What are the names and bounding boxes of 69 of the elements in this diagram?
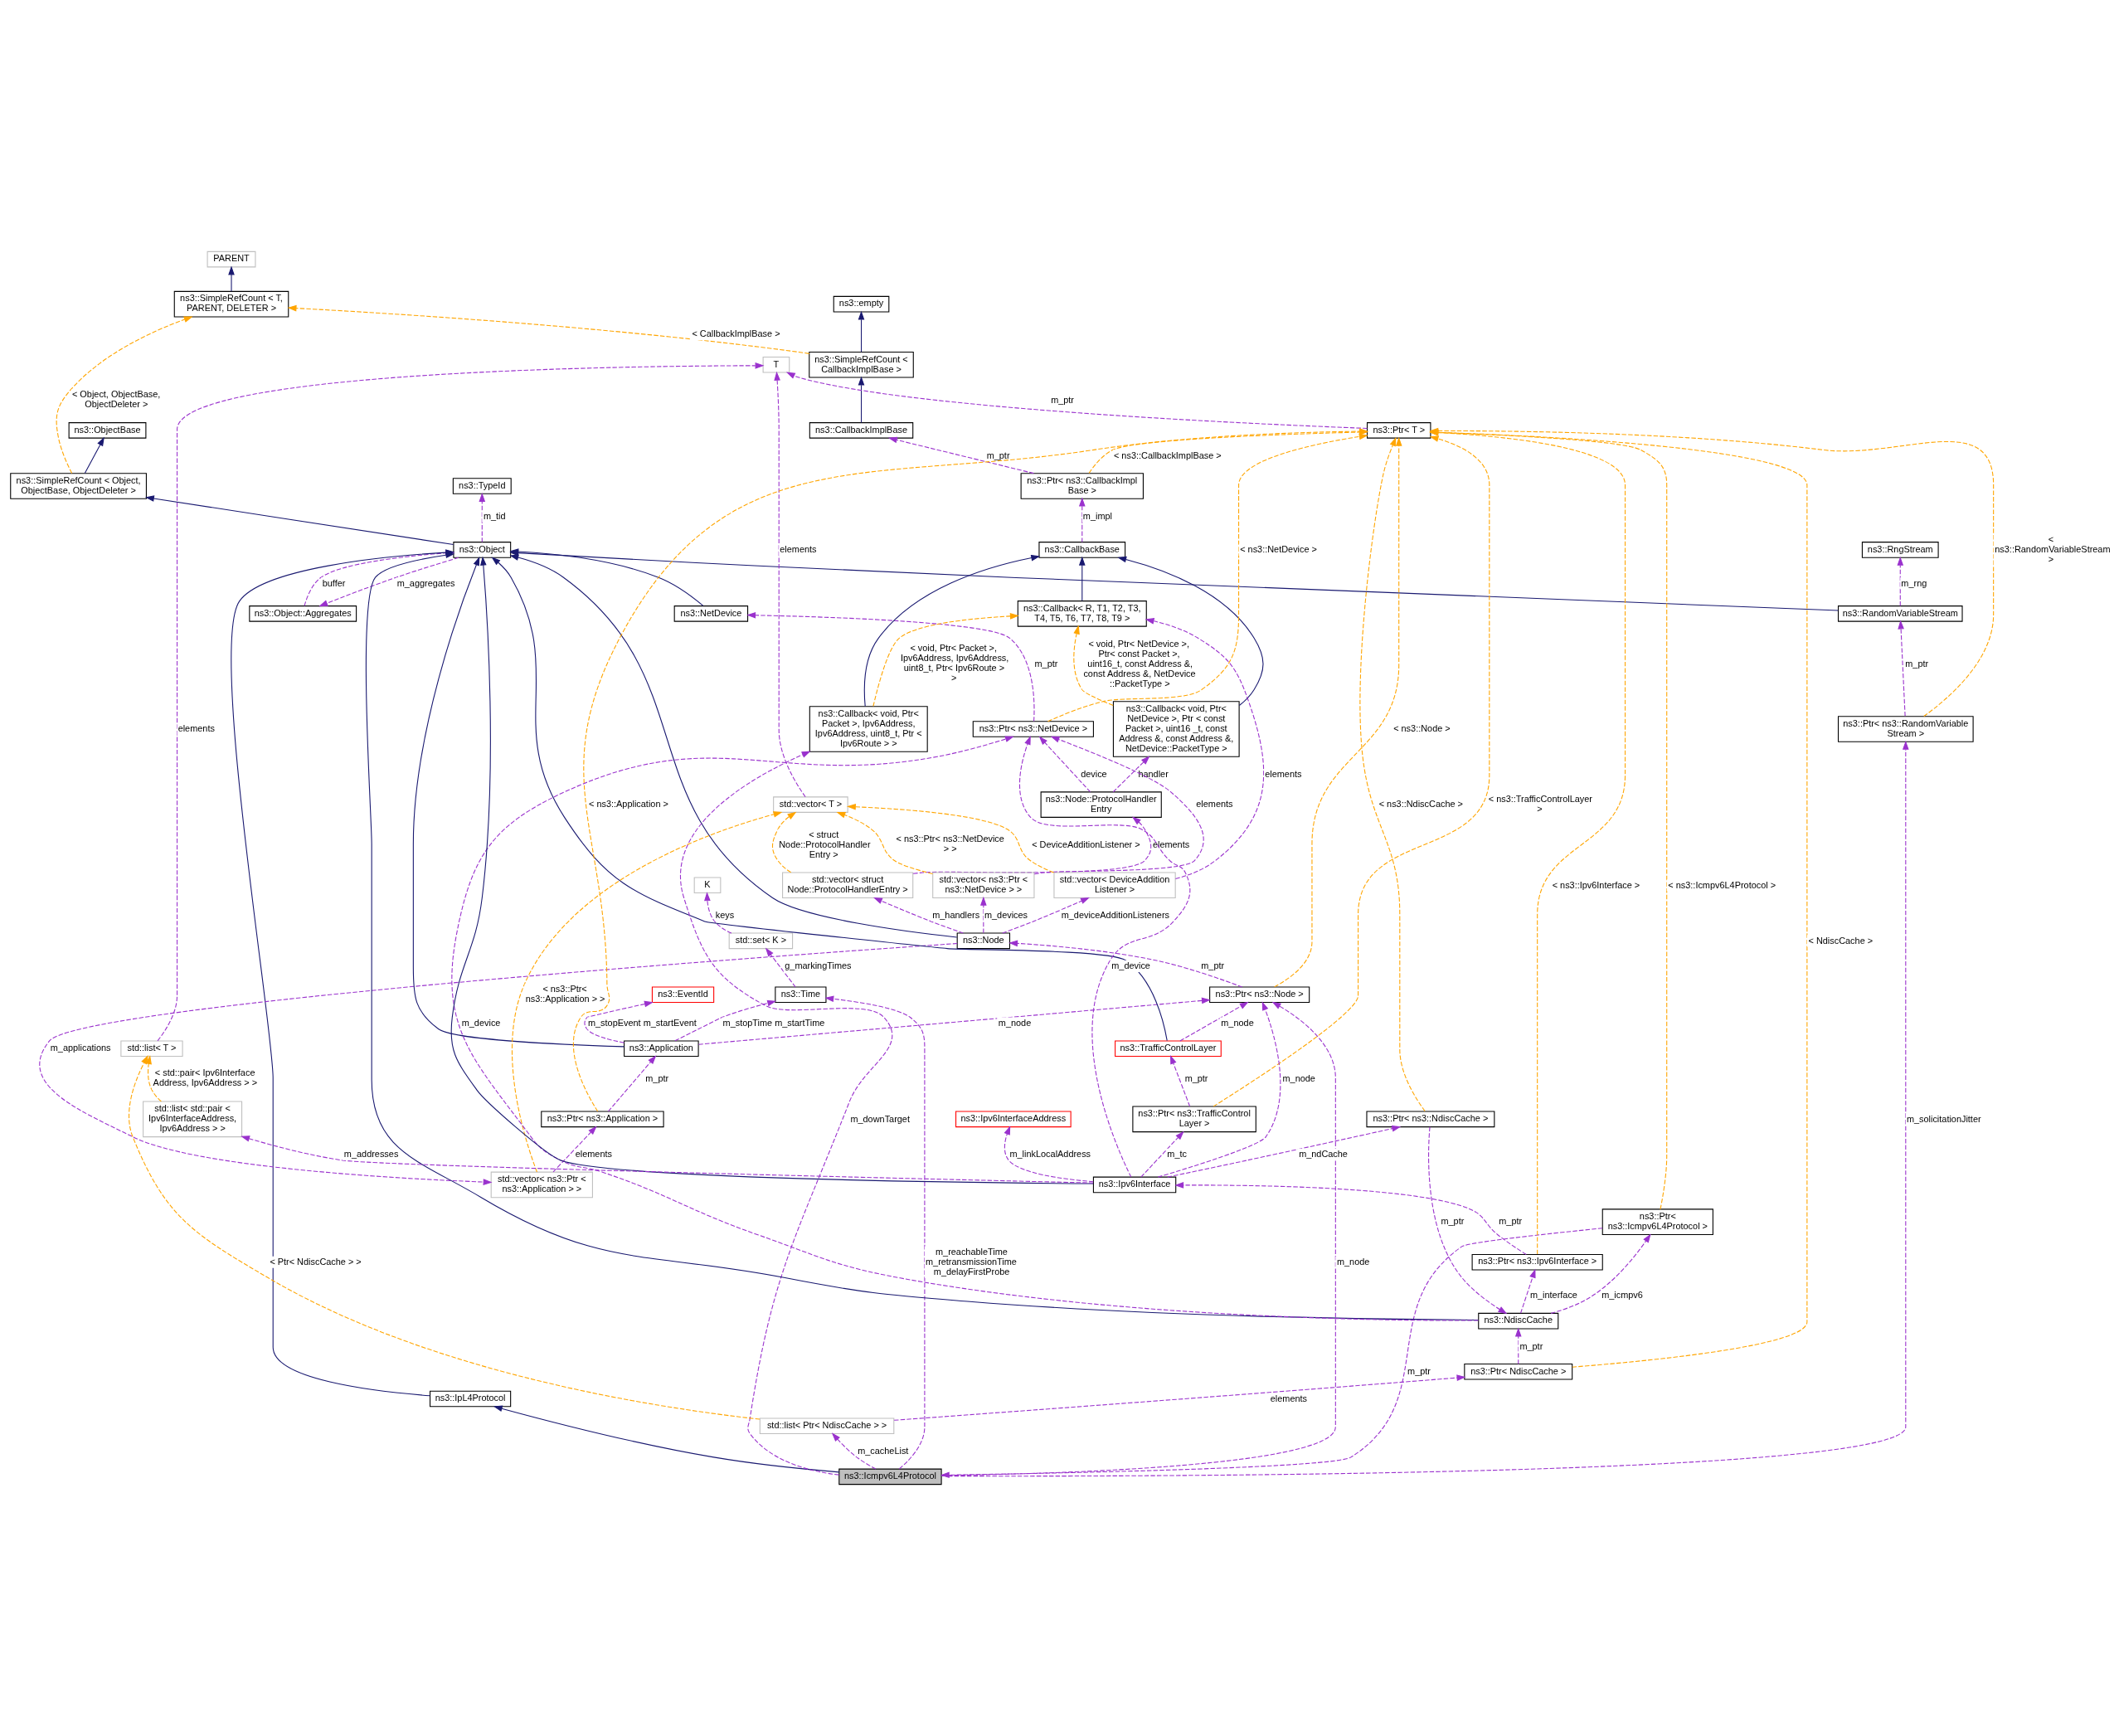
edge-label: m_rng	[1901, 577, 1927, 588]
edge-label: m_ptr	[1499, 1216, 1523, 1227]
edge-label: < ns3::Ptr< ns3::Application > >	[525, 984, 605, 1004]
edge-label: elements	[1152, 839, 1190, 849]
edge-label: keys	[715, 910, 735, 921]
edge-label: < void, Ptr< NetDevice >, Ptr< const Packet >, uint16_t, const Address &, const Address &, NetDevice ::PacketType >	[1083, 638, 1196, 688]
edge-label: device	[1081, 768, 1107, 779]
edge-label: elements	[1270, 1393, 1308, 1403]
edge-label: < Object, ObjectBase, ObjectDeleter >	[71, 389, 161, 410]
edge-label: buffer	[322, 577, 346, 588]
edge-label: < CallbackImplBase >	[692, 328, 780, 339]
edge-label: < NdiscCache >	[1808, 935, 1874, 946]
edge-label: m_node	[998, 1017, 1032, 1028]
edge-label: < ns3::NetDevice >	[1240, 544, 1317, 555]
edge-label: m_ptr	[1184, 1073, 1208, 1084]
edge-label: m_downTarget	[850, 1113, 910, 1124]
edge-label: elements	[575, 1149, 612, 1160]
edge-label: < void, Ptr< Packet >, Ipv6Address, Ipv6Address, uint8_t, Ptr< Ipv6Route > >	[900, 643, 1009, 683]
edge-label: m_stopTime m_startTime	[722, 1017, 825, 1028]
edge-label: m_tc	[1167, 1149, 1187, 1160]
edge-label: m_impl	[1082, 510, 1113, 521]
edge-label: m_ptr	[1519, 1340, 1543, 1351]
edge-label: m_addresses	[343, 1149, 399, 1160]
edge-label: g_markingTimes	[785, 960, 852, 971]
edge-label: m_icmpv6	[1601, 1290, 1643, 1301]
edge-label: m_ptr	[1905, 658, 1929, 669]
edge-label: < ns3::Ipv6Interface >	[1552, 879, 1640, 890]
edge-label: m_aggregates	[396, 577, 455, 588]
edge-label: m_linkLocalAddress	[1009, 1149, 1091, 1160]
edge-label: < ns3::Node >	[1393, 723, 1451, 734]
edge-label: < ns3::CallbackImplBase >	[1113, 450, 1222, 460]
edge-label: < ns3::NdiscCache >	[1378, 799, 1463, 810]
edge-label: m_tid	[483, 510, 506, 521]
edge-label: < ns3::Icmpv6L4Protocol >	[1668, 879, 1776, 890]
edge-label: m_ptr	[1034, 658, 1058, 669]
edge-label: m_node	[1336, 1257, 1370, 1267]
edge-label: m_node	[1221, 1017, 1254, 1028]
edge-label: elements	[177, 723, 215, 734]
edge-label: m_deviceAdditionListeners	[1061, 910, 1170, 921]
edge-label: m_solicitationJitter	[1906, 1113, 1981, 1124]
edge-label: < ns3::Ptr< ns3::NetDevice > >	[896, 834, 1004, 854]
edge-label: < struct Node::ProtocolHandler Entry >	[779, 829, 871, 859]
edge-label: < ns3::Application >	[589, 799, 668, 810]
edge-label: m_applications	[50, 1043, 111, 1053]
edge-label: m_stopEvent m_startEvent	[587, 1017, 697, 1028]
edge-label: m_ptr	[986, 450, 1010, 460]
edge-label: m_node	[1282, 1073, 1315, 1084]
edge-label: m_cacheList	[858, 1446, 909, 1456]
edge-label: < Ptr< NdiscCache > >	[270, 1257, 362, 1267]
edge-label: m_ndCache	[1299, 1149, 1348, 1160]
edge-label: m_ptr	[1051, 394, 1075, 405]
edge-label: m_ptr	[645, 1073, 669, 1084]
edge-label: elements	[780, 544, 817, 555]
edge-label: m_interface	[1529, 1290, 1577, 1301]
edge-label: m_reachableTime m_retransmissionTime m_delayFirstProbe	[926, 1247, 1017, 1277]
edge-label: m_device	[1111, 960, 1150, 971]
edge-label: elements	[1265, 768, 1302, 779]
edge-label: m_ptr	[1201, 960, 1225, 971]
edge-label: m_handlers	[932, 910, 980, 921]
edge-label: < std::pair< Ipv6Interface Address, Ipv6Address > >	[153, 1067, 258, 1088]
edge-label: m_device	[461, 1017, 501, 1028]
edge-label: < DeviceAdditionListener >	[1032, 839, 1140, 849]
edge-label: m_ptr	[1441, 1216, 1465, 1227]
edge-label: elements	[1196, 799, 1233, 810]
edge-label: < ns3::RandomVariableStream >	[1995, 534, 2111, 565]
edge-label: m_ptr	[1407, 1366, 1431, 1377]
edge-label: < ns3::TrafficControlLayer >	[1488, 793, 1592, 814]
edge-label: handler	[1138, 768, 1169, 779]
edge-label: m_devices	[984, 910, 1028, 921]
